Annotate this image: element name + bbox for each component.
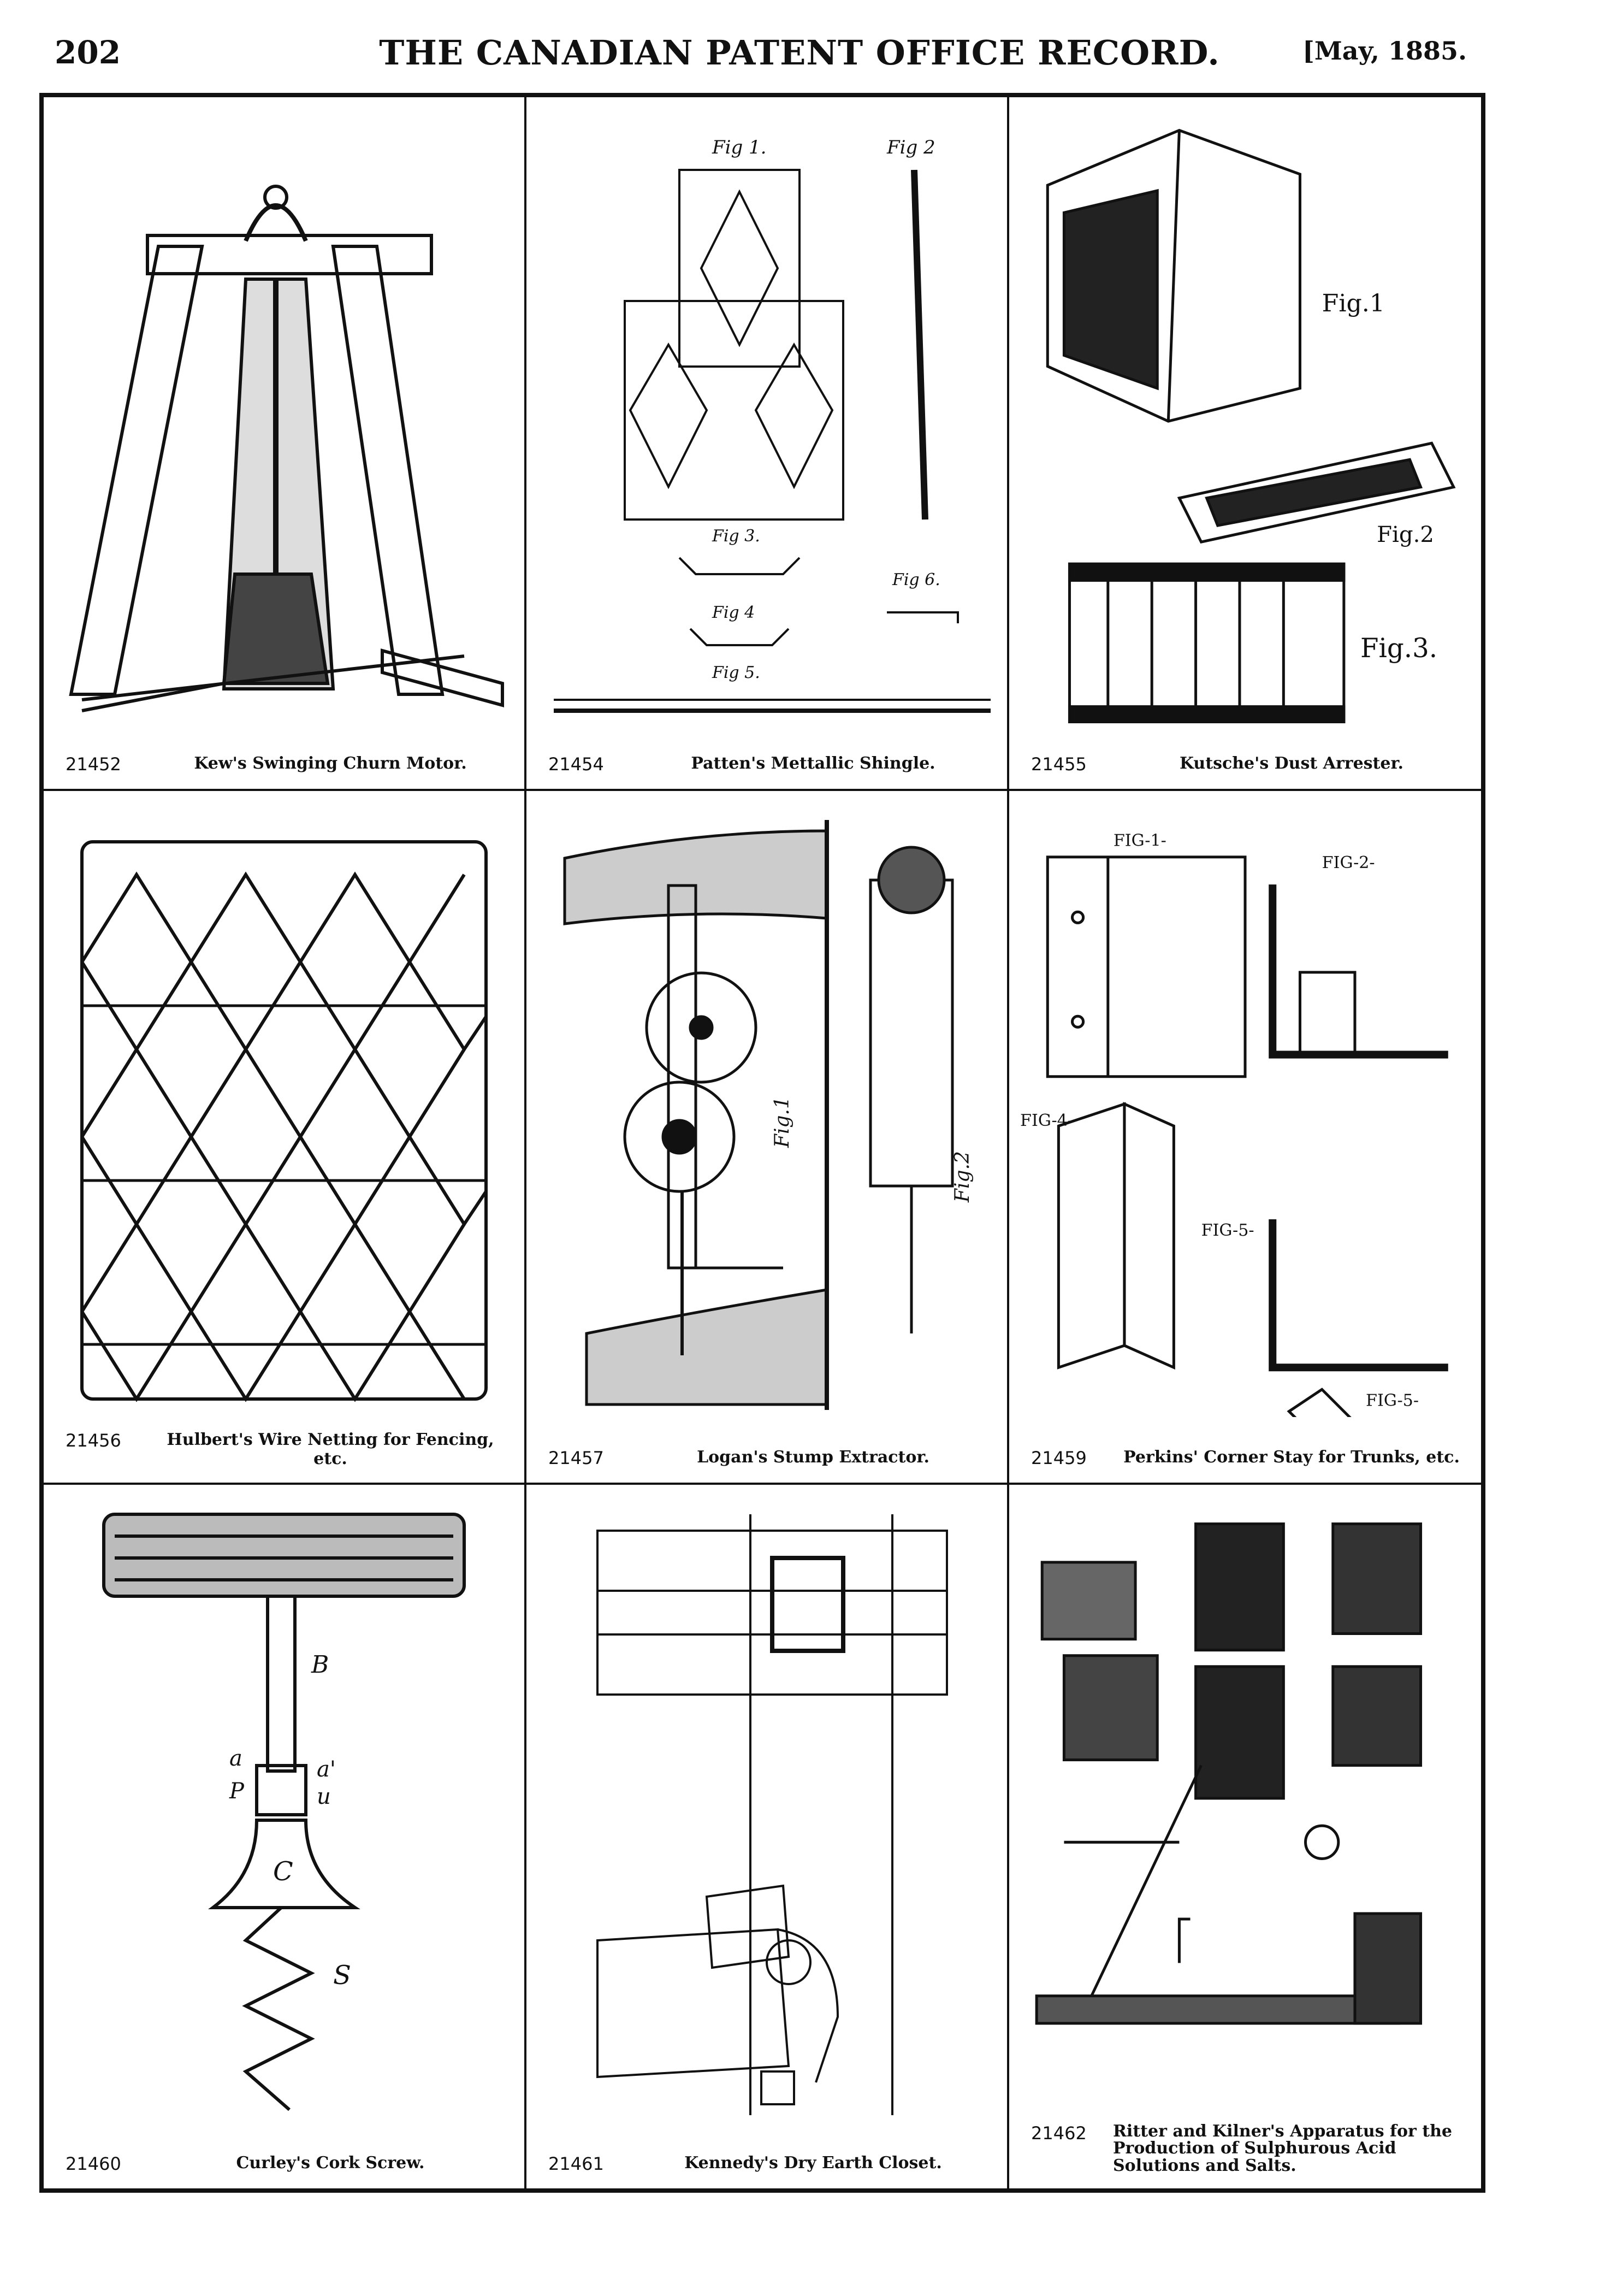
- patent-panel-wire-netting: 21456 Hulbert's Wire Netting for Fencing…: [44, 791, 526, 1485]
- patent-number: 21457: [548, 1448, 604, 1468]
- cork-label: B: [311, 1651, 329, 1679]
- patent-number: 21459: [1031, 1448, 1087, 1468]
- patent-caption: 21462 Ritter and Kilner's Apparatus for …: [1031, 2121, 1470, 2175]
- cork-label: C: [273, 1856, 293, 1887]
- fig-label: FIG-4-: [1020, 1111, 1073, 1130]
- patent-number: 21460: [66, 2153, 121, 2174]
- fig-label: Fig 6.: [892, 570, 940, 589]
- patent-title: Kew's Swinging Churn Motor.: [194, 754, 467, 773]
- dry-earth-closet-illustration: [596, 1514, 948, 2115]
- cork-label: u: [317, 1784, 331, 1809]
- cork-label: a: [229, 1746, 242, 1771]
- patent-title: Ritter and Kilner's Apparatus for the Pr…: [1113, 2121, 1452, 2175]
- patent-caption: 21452 Kew's Swinging Churn Motor.: [66, 754, 513, 775]
- corner-stay-illustration: FIG-1- FIG-2- FIG-4- FIG-5- FIG-5-: [1020, 831, 1448, 1417]
- fig-label: Fig 2: [886, 137, 935, 158]
- fig-label: Fig 1.: [712, 137, 766, 158]
- patent-number: 21461: [548, 2153, 604, 2174]
- patent-panel-churn-motor: 21452 Kew's Swinging Churn Motor.: [44, 97, 526, 791]
- patent-caption: 21459 Perkins' Corner Stay for Trunks, e…: [1031, 1448, 1470, 1468]
- dust-arrester-illustration: Fig.1 Fig.2 Fig.3.: [1046, 128, 1456, 723]
- patent-title: Kennedy's Dry Earth Closet.: [684, 2153, 942, 2173]
- fig-label: Fig.3.: [1360, 633, 1437, 664]
- stump-extractor-illustration: Fig.1 Fig.2: [563, 820, 974, 1410]
- fig-label: Fig.2: [1377, 522, 1434, 547]
- sulphurous-acid-apparatus-illustration: [1035, 1522, 1423, 2025]
- patent-number: 21456: [66, 1430, 121, 1451]
- cork-label: S: [333, 1960, 351, 1991]
- metallic-shingle-illustration: Fig 1. Fig 2 Fig 3. Fig 4 Fig 5. Fig 6.: [554, 137, 991, 713]
- cork-screw-illustration: B a a' P u C S: [102, 1513, 466, 2111]
- fig-label: FIG-2-: [1322, 853, 1375, 872]
- patent-caption: 21461 Kennedy's Dry Earth Closet.: [548, 2153, 996, 2174]
- patent-number: 21454: [548, 754, 604, 775]
- patent-panel-stump-extractor: Fig.1 Fig.2 21457 Logan's Stump Extracto…: [526, 791, 1009, 1485]
- fig-label: Fig 4: [712, 603, 755, 622]
- patent-title: Logan's Stump Extractor.: [697, 1448, 929, 1467]
- patent-caption: 21457 Logan's Stump Extractor.: [548, 1448, 996, 1468]
- patent-number: 21462: [1031, 2122, 1087, 2144]
- wire-netting-illustration: [80, 840, 488, 1402]
- patent-title: Perkins' Corner Stay for Trunks, etc.: [1123, 1448, 1460, 1467]
- issue-date: [May, 1885.: [1302, 36, 1467, 66]
- patent-grid: 21452 Kew's Swinging Churn Motor. Fig 1.…: [44, 97, 1481, 2188]
- patent-caption: 21460 Curley's Cork Screw.: [66, 2153, 513, 2174]
- patent-panel-dust-arrester: Fig.1 Fig.2 Fig.3. 21455 Kutsche's Dust …: [1009, 97, 1481, 791]
- patent-title: Curley's Cork Screw.: [236, 2153, 425, 2173]
- page-number: 202: [55, 34, 121, 71]
- fig-label: FIG-5-: [1201, 1221, 1254, 1240]
- patent-caption: 21454 Patten's Mettallic Shingle.: [548, 754, 996, 775]
- fig-label: Fig.1: [771, 1096, 793, 1148]
- patent-panel-dry-earth-closet: 21461 Kennedy's Dry Earth Closet.: [526, 1485, 1009, 2188]
- patent-caption: 21455 Kutsche's Dust Arrester.: [1031, 754, 1470, 775]
- fig-label: Fig.2: [951, 1151, 974, 1203]
- cork-label: a': [317, 1757, 336, 1782]
- cork-label: P: [229, 1779, 245, 1804]
- patent-title: Patten's Mettallic Shingle.: [691, 754, 935, 773]
- page-header: 202 THE CANADIAN PATENT OFFICE RECORD. […: [0, 0, 1599, 93]
- patent-panel-sulphurous-acid-apparatus: 21462 Ritter and Kilner's Apparatus for …: [1009, 1485, 1481, 2188]
- fig-label: Fig 3.: [712, 527, 760, 546]
- fig-label: FIG-1-: [1114, 831, 1166, 851]
- fig-label: FIG-5-: [1366, 1391, 1419, 1410]
- patent-panel-cork-screw: B a a' P u C S 21460 Curley's Cork Screw…: [44, 1485, 526, 2188]
- patent-panel-corner-stay: FIG-1- FIG-2- FIG-4- FIG-5- FIG-5- 21459…: [1009, 791, 1481, 1485]
- patent-caption: 21456 Hulbert's Wire Netting for Fencing…: [66, 1430, 513, 1468]
- patent-drawings-frame: 21452 Kew's Swinging Churn Motor. Fig 1.…: [39, 93, 1485, 2193]
- patent-title: Kutsche's Dust Arrester.: [1180, 754, 1403, 773]
- churn-motor-illustration: [69, 185, 504, 712]
- patent-panel-metallic-shingle: Fig 1. Fig 2 Fig 3. Fig 4 Fig 5. Fig 6. …: [526, 97, 1009, 791]
- patent-number: 21455: [1031, 754, 1087, 775]
- patent-title: Hulbert's Wire Netting for Fencing, etc.: [167, 1430, 494, 1468]
- fig-label: Fig.1: [1322, 290, 1385, 317]
- fig-label: Fig 5.: [712, 663, 760, 682]
- patent-number: 21452: [66, 754, 121, 775]
- publication-title: THE CANADIAN PATENT OFFICE RECORD.: [379, 33, 1220, 73]
